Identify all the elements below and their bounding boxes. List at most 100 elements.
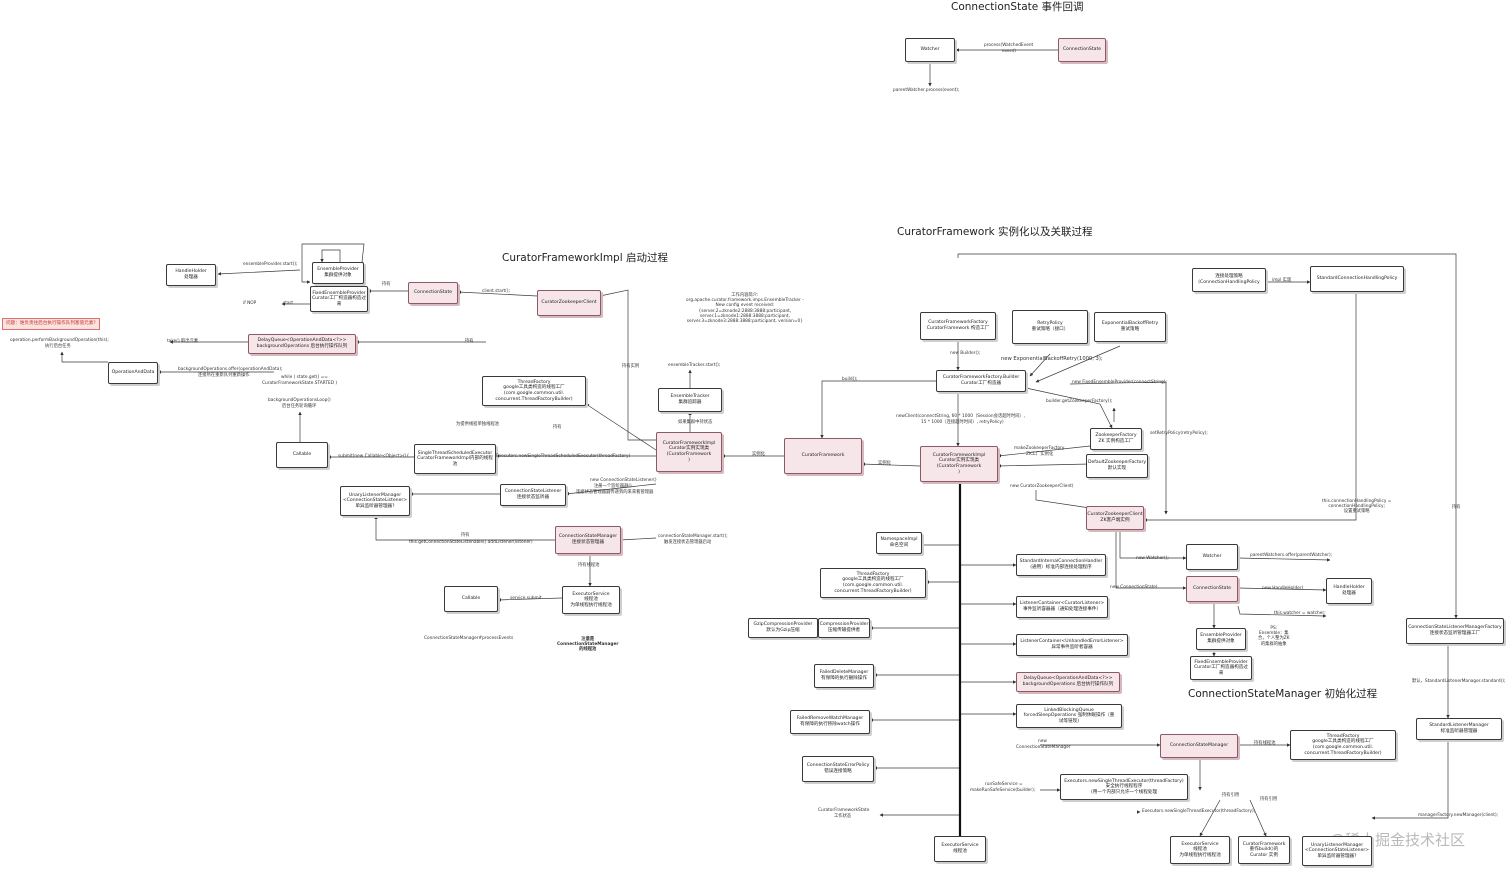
node-unary-listener-manager-right[interactable]: UnaryListenerManager<ConnectionStateList… <box>1302 836 1372 866</box>
label-exec-service: runSafeService = <box>985 782 1023 787</box>
node-connection-state-left[interactable]: ConnectionState <box>408 282 458 304</box>
node-operation-and-data[interactable]: OperationAndData <box>108 362 158 384</box>
label-parentwatchers-offer: parentWatchers.offer(parentWatcher); <box>1250 553 1333 558</box>
node-curator-zk-client-left[interactable]: CuratorZookeeperClient <box>537 290 601 316</box>
node-callable-bottom[interactable]: Callable <box>444 586 498 612</box>
node-delay-queue-right[interactable]: DelayQueue<OperationAndData<?>>backgroun… <box>1016 672 1120 692</box>
node-text-line: ZookeeperFactory <box>1095 433 1137 439</box>
node-text-line: Curator工厂构造器 <box>960 381 1002 386</box>
label-hold-singlethread: 持有 <box>553 425 562 430</box>
node-connection-state-right[interactable]: ConnectionState <box>1186 576 1238 602</box>
node-text-line: DelayQueue<OperationAndData<?>> <box>257 338 347 344</box>
node-delay-queue-left[interactable]: DelayQueue<OperationAndData<?>>backgroun… <box>248 334 356 354</box>
node-text-line: RetryPolicy <box>1037 321 1063 327</box>
node-text-line: 处理器 <box>184 275 198 280</box>
node-text-line: FailedRemoveWatchManager <box>796 716 864 722</box>
node-connection-state-manager-right[interactable]: ConnectionStateManager <box>1160 734 1238 758</box>
node-text-line: EnsembleProvider <box>1200 633 1242 639</box>
node-text-line: ExecutorService <box>572 591 610 597</box>
edge-layer <box>60 48 1458 841</box>
node-text-line: ThreadFactory <box>517 379 551 385</box>
node-text-line: 压缩传输提供者 <box>827 628 861 633</box>
node-unary-listener-manager-left[interactable]: UnaryListenerManager<ConnectionStateList… <box>340 486 410 516</box>
node-text-line: (com.google.common.util. <box>1312 745 1374 750</box>
node-text-line: Executors.newSingleThreadExecutor(thread… <box>1064 778 1184 784</box>
node-text-line: StandardInternalConnectionHandler <box>1019 559 1103 565</box>
node-standard-internal-connection-handler[interactable]: StandardInternalConnectionHandler(通用）标准内… <box>1016 554 1106 576</box>
node-text-line: Curator工厂构造器构造过 <box>1193 665 1249 671</box>
node-text-line: CuratorFrameworkFactory <box>928 320 988 326</box>
node-text-line: 重试策略（接口） <box>1031 327 1069 332</box>
node-text-line: 默认为Gzip压缩 <box>766 628 800 633</box>
label-ensembleprovider-start: ensembleProvider.start(); <box>243 262 298 267</box>
node-standard-connection-handling-policy[interactable]: StandardConnectionHandlingPolicy <box>1310 266 1404 292</box>
label-cfstate: CuratorFrameworkState <box>818 808 870 813</box>
label-service-submit: service.submit <box>510 596 542 601</box>
node-text-line: 安全执行线程程序 <box>1105 784 1143 790</box>
label-new-csl2: 注册一个监听器器() <box>594 484 632 489</box>
label-new-exp: new ExponentialBackoffRetry(1000, 3); <box>1001 356 1103 362</box>
node-text-line: HandleHolder <box>175 269 207 275</box>
node-text-line: StandardConnectionHandlingPolicy <box>1316 276 1398 282</box>
node-text-line: CuratorFrameworkFactory.Builder <box>942 375 1020 381</box>
node-curator-framework[interactable]: CuratorFramework <box>784 438 862 474</box>
label-while-state2: CuratorFrameworkState.STARTED ) <box>262 381 338 386</box>
node-watcher-right[interactable]: Watcher <box>1186 544 1238 570</box>
node-callable-left[interactable]: Callable <box>276 442 328 468</box>
label-hold-delay: 持有 <box>465 339 474 344</box>
node-listener-container-unhandled-error[interactable]: ListenerContainer<UnhandledErrorListener… <box>1016 634 1128 656</box>
node-text-line: 线程池 <box>953 849 967 854</box>
label-new-handleholder: new HandleHolder( <box>1262 586 1304 591</box>
node-text-line: (com.google.common.util. <box>842 583 904 588</box>
node-watcher-top[interactable]: Watcher <box>905 38 955 62</box>
node-text-line: ExecutorService <box>941 843 979 849</box>
node-executors-single-thread[interactable]: Executors.newSingleThreadExecutor(thread… <box>1060 774 1188 800</box>
title-impl-startup: CuratorFrameworkImpl 启动过程 <box>502 252 668 264</box>
node-listener-container-curator[interactable]: ListenerContainer<CuratorListener>事件监听容器… <box>1016 596 1108 618</box>
note-ensemble-tracker: 工作内容简介: org.apache.curator.framework.imp… <box>686 293 804 325</box>
node-connection-handling-policy[interactable]: 连接处理策略(ConnectionHandlingPolicy <box>1192 268 1266 292</box>
node-text-line: concurrent.ThreadFactoryBuilder) <box>834 588 912 594</box>
node-text-line: 来 <box>336 301 342 307</box>
label-bgops-loop: backgroundOperationsLoop() <box>268 398 331 403</box>
node-connection-state-top[interactable]: ConnectionState <box>1058 38 1106 62</box>
title-conn-state-callback: ConnectionState 事件回调 <box>951 1 1084 13</box>
label-new-connstate: new ConnectionState( <box>1110 585 1158 590</box>
node-text-line: concurrent.ThreadFactoryBuilder) <box>495 396 573 402</box>
